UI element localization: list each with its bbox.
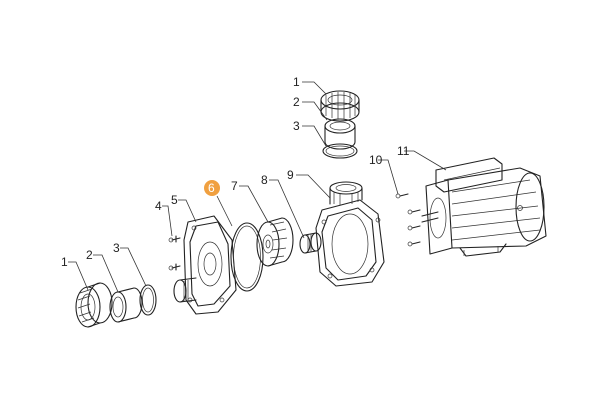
top-union-tail — [324, 118, 356, 150]
callout-5: 5 — [171, 193, 178, 207]
bolts-part-10 — [395, 193, 421, 247]
impeller-part-7 — [256, 217, 294, 267]
callout-7: 7 — [231, 179, 238, 193]
callout-11: 11 — [397, 144, 410, 158]
callout-left-3: 3 — [113, 241, 120, 255]
top-union-oring — [322, 143, 358, 159]
left-union-tail — [109, 287, 143, 323]
pump-body-part-9 — [315, 181, 385, 287]
seal-part-8 — [299, 232, 322, 254]
leader-lines — [68, 81, 447, 293]
left-union-nut — [75, 282, 113, 328]
top-union-nut — [320, 90, 360, 122]
callout-10: 10 — [369, 153, 383, 167]
callout-top-2: 2 — [293, 95, 300, 109]
callout-4: 4 — [155, 199, 162, 213]
left-union-oring — [139, 284, 157, 316]
callout-6: 6 — [208, 181, 215, 195]
screws-part-4 — [168, 235, 181, 271]
callout-top-1: 1 — [293, 75, 300, 89]
motor-part-11 — [421, 157, 547, 257]
callout-9: 9 — [287, 168, 294, 182]
callout-labels: 1 2 3 10 11 9 8 7 6 5 4 1 2 3 — [61, 75, 410, 269]
oring-part-6 — [230, 222, 264, 292]
highlight-badge — [204, 180, 220, 196]
callout-top-3: 3 — [293, 119, 300, 133]
callout-8: 8 — [261, 173, 268, 187]
front-cover-part-5 — [173, 215, 237, 315]
callout-left-1: 1 — [61, 255, 68, 269]
callout-left-2: 2 — [86, 248, 93, 262]
